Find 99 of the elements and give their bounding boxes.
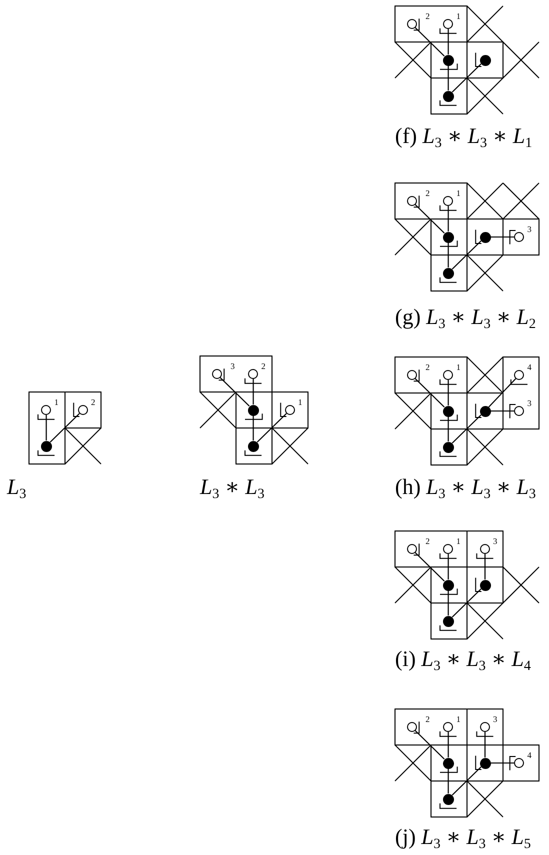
open-circle — [514, 370, 524, 380]
open-circle — [480, 544, 490, 554]
node-number: 1 — [456, 363, 461, 372]
tree-edge — [414, 204, 445, 234]
tree-edge — [490, 410, 514, 412]
open-circle — [406, 544, 417, 554]
filled-dot — [442, 90, 454, 102]
tree-edge — [452, 414, 482, 444]
open-circle — [443, 370, 454, 380]
tree-edge — [452, 240, 482, 270]
tree-edge — [414, 378, 445, 408]
node-number: 3 — [230, 362, 235, 370]
tree-edge — [448, 380, 449, 406]
tree-edge — [448, 416, 449, 442]
figure-caption: (j) L$_{3}$ ∗ L$_{3}$ ∗ L$_{5}$ — [395, 825, 531, 850]
figure-caption: (i) L$_{3}$ ∗ L$_{3}$ ∗ L$_{4}$ — [395, 647, 531, 672]
tree-edge — [448, 768, 449, 794]
open-circle — [406, 19, 417, 29]
open-circle — [514, 232, 524, 242]
open-circle — [285, 405, 295, 415]
node-number: 2 — [426, 189, 430, 198]
filled-dot — [442, 758, 454, 768]
open-circle — [514, 758, 524, 768]
node-number: 3 — [493, 715, 498, 724]
filled-dot — [480, 758, 490, 768]
open-circle — [212, 369, 222, 379]
tree-edge — [448, 554, 449, 580]
tree-edge — [484, 732, 486, 758]
tree-edge — [452, 766, 482, 796]
open-circle — [406, 722, 417, 732]
open-circle — [443, 196, 454, 206]
node-number: 2 — [426, 12, 430, 20]
node-number: 1 — [54, 398, 59, 406]
open-circle — [406, 196, 417, 206]
open-circle — [78, 405, 88, 415]
node-number: 3 — [527, 399, 532, 408]
tree-edge — [50, 413, 80, 443]
node-number: 3 — [493, 537, 498, 546]
node-number: 2 — [261, 362, 266, 370]
node-number: 4 — [527, 363, 532, 372]
tree-edge — [490, 236, 514, 238]
figure-caption: (g) L$_{3}$ ∗ L$_{3}$ ∗ L$_{2}$ — [395, 305, 536, 330]
filled-dot — [442, 268, 454, 278]
figure-caption: (h) L$_{3}$ ∗ L$_{3}$ ∗ L$_{3}$ — [395, 475, 536, 500]
node-number: 2 — [91, 398, 96, 406]
open-circle — [443, 19, 454, 29]
node-number: 1 — [456, 715, 461, 724]
tree-edge — [252, 379, 254, 404]
node-number: 2 — [426, 537, 430, 546]
node-number: 1 — [298, 398, 302, 406]
tree-edge — [448, 206, 449, 232]
node-number: 3 — [527, 225, 532, 234]
filled-dot — [442, 442, 454, 452]
open-circle — [443, 722, 454, 732]
filled-dot — [442, 794, 454, 804]
filled-dot — [442, 232, 454, 242]
tree-edge — [414, 552, 445, 582]
tree-edge — [448, 66, 449, 90]
tree-edge — [448, 732, 449, 758]
filled-dot — [248, 440, 259, 452]
tree-edge — [414, 27, 445, 57]
tree-edge — [448, 29, 449, 54]
tree-edge — [488, 378, 516, 408]
tree-edge — [452, 588, 482, 618]
open-circle — [480, 722, 490, 732]
tree-edge — [252, 416, 254, 440]
figure-caption: L$_{3}$ ∗ L$_{3}$ — [200, 475, 264, 500]
open-circle — [443, 544, 454, 554]
open-circle — [406, 370, 417, 380]
open-circle — [41, 405, 52, 415]
filled-dot — [442, 580, 454, 590]
filled-dot — [442, 406, 454, 416]
filled-dot — [442, 616, 454, 626]
filled-dot — [248, 404, 259, 416]
tree-edge — [414, 730, 445, 760]
tree-edge — [220, 377, 250, 407]
filled-dot — [442, 54, 454, 66]
open-circle — [248, 369, 258, 379]
tree-edge — [452, 63, 482, 93]
filled-dot — [40, 440, 52, 452]
node-number: 1 — [456, 537, 461, 546]
node-number: 1 — [456, 189, 461, 198]
node-number: 2 — [426, 363, 430, 372]
node-number: 2 — [426, 715, 430, 724]
tree-edge — [484, 554, 486, 580]
tree-edge — [46, 415, 47, 440]
open-circle — [514, 406, 524, 416]
filled-dot — [480, 232, 490, 242]
tree-edge — [448, 242, 449, 268]
figure-caption: L$_{3}$ — [7, 475, 26, 500]
tree-edge — [256, 413, 287, 443]
node-number: 4 — [527, 751, 532, 760]
tree-edge — [490, 762, 514, 764]
filled-dot — [480, 406, 490, 416]
filled-dot — [480, 54, 490, 66]
figure-caption: (f) L$_{3}$ ∗ L$_{3}$ ∗ L$_{1}$ — [395, 124, 532, 148]
filled-dot — [480, 580, 490, 590]
tree-edge — [448, 590, 449, 616]
node-number: 1 — [456, 12, 461, 20]
